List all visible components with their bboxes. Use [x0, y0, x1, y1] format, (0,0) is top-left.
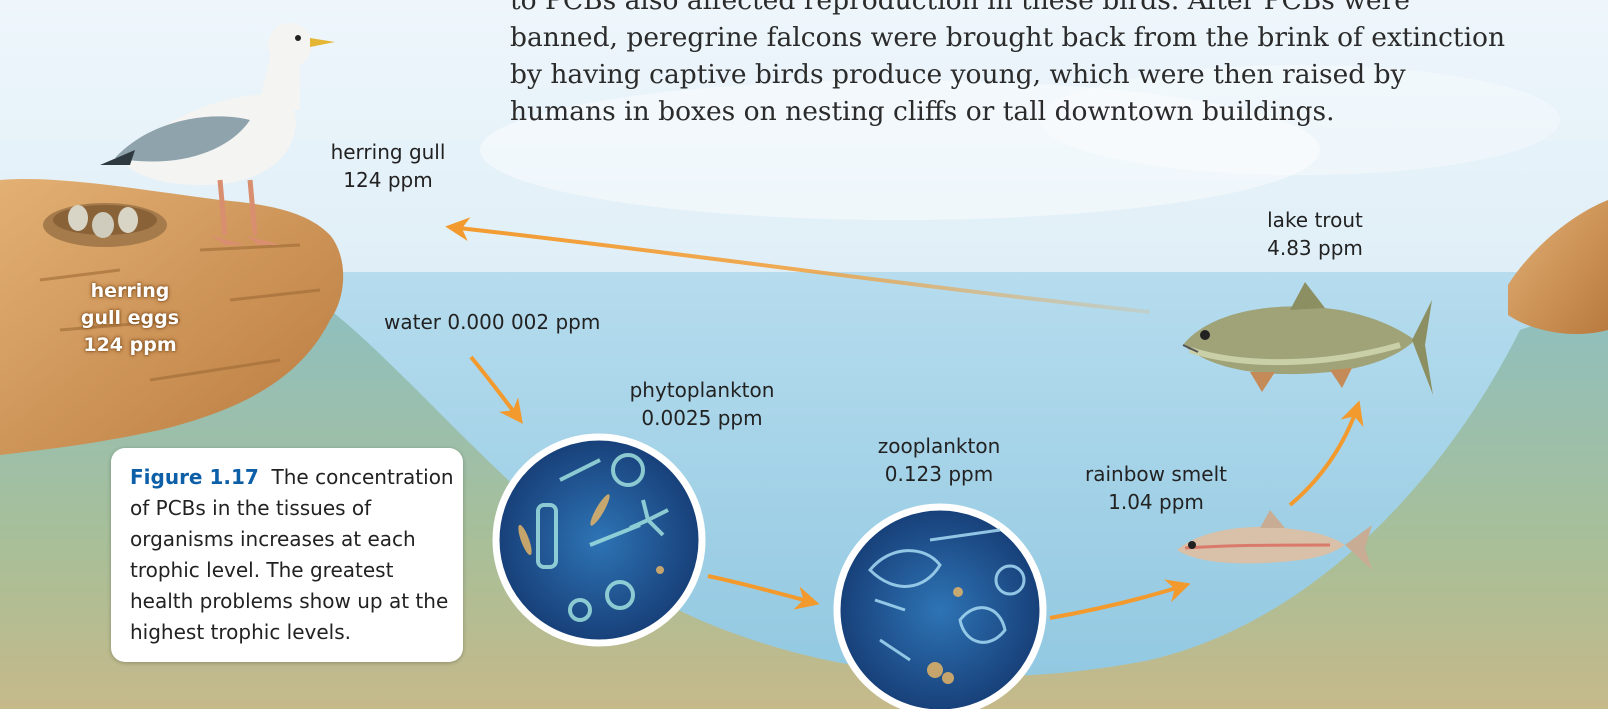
body-text-line: humans in boxes on nesting cliffs or tal…: [510, 93, 1430, 130]
rainbow-smelt-label: rainbow smelt 1.04 ppm: [1080, 460, 1232, 516]
herring-gull-eggs-value: 124 ppm: [68, 332, 192, 359]
zooplankton-circle: [837, 507, 1043, 709]
figure-caption-text: The concentration of PCBs in the tissues…: [130, 465, 454, 644]
rainbow-smelt-value: 1.04 ppm: [1080, 488, 1232, 516]
herring-gull-value: 124 ppm: [318, 166, 458, 194]
zooplankton-name: zooplankton: [864, 432, 1014, 460]
zooplankton-label: zooplankton 0.123 ppm: [864, 432, 1014, 488]
phytoplankton-value: 0.0025 ppm: [622, 404, 782, 432]
herring-gull-eggs-line1: herring: [68, 278, 192, 305]
body-text-line: by having captive birds produce young, w…: [510, 56, 1430, 93]
phytoplankton-name: phytoplankton: [622, 376, 782, 404]
body-text-line: banned, peregrine falcons were brought b…: [510, 19, 1430, 56]
herring-gull-eggs-line2: gull eggs: [68, 305, 192, 332]
herring-gull-eggs-label: herring gull eggs 124 ppm: [68, 278, 192, 359]
lake-trout-value: 4.83 ppm: [1255, 234, 1375, 262]
figure-caption-box: Figure 1.17 The concentration of PCBs in…: [111, 448, 463, 662]
herring-gull-name: herring gull: [318, 138, 458, 166]
body-text: to PCBs also affected reproduction in th…: [510, 0, 1430, 130]
figure-caption: Figure 1.17 The concentration of PCBs in…: [130, 462, 460, 648]
zooplankton-value: 0.123 ppm: [864, 460, 1014, 488]
rainbow-smelt-name: rainbow smelt: [1080, 460, 1232, 488]
lake-trout-name: lake trout: [1255, 206, 1375, 234]
herring-gull-label: herring gull 124 ppm: [318, 138, 458, 194]
water-text: water 0.000 002 ppm: [384, 308, 624, 336]
body-text-line: to PCBs also affected reproduction in th…: [510, 0, 1430, 19]
figure-number: Figure 1.17: [130, 465, 259, 489]
phytoplankton-circle: [496, 437, 702, 643]
phytoplankton-label: phytoplankton 0.0025 ppm: [622, 376, 782, 432]
water-label: water 0.000 002 ppm: [384, 308, 624, 336]
gull-eggs-nest-illustration: [43, 203, 167, 247]
lake-trout-label: lake trout 4.83 ppm: [1255, 206, 1375, 262]
